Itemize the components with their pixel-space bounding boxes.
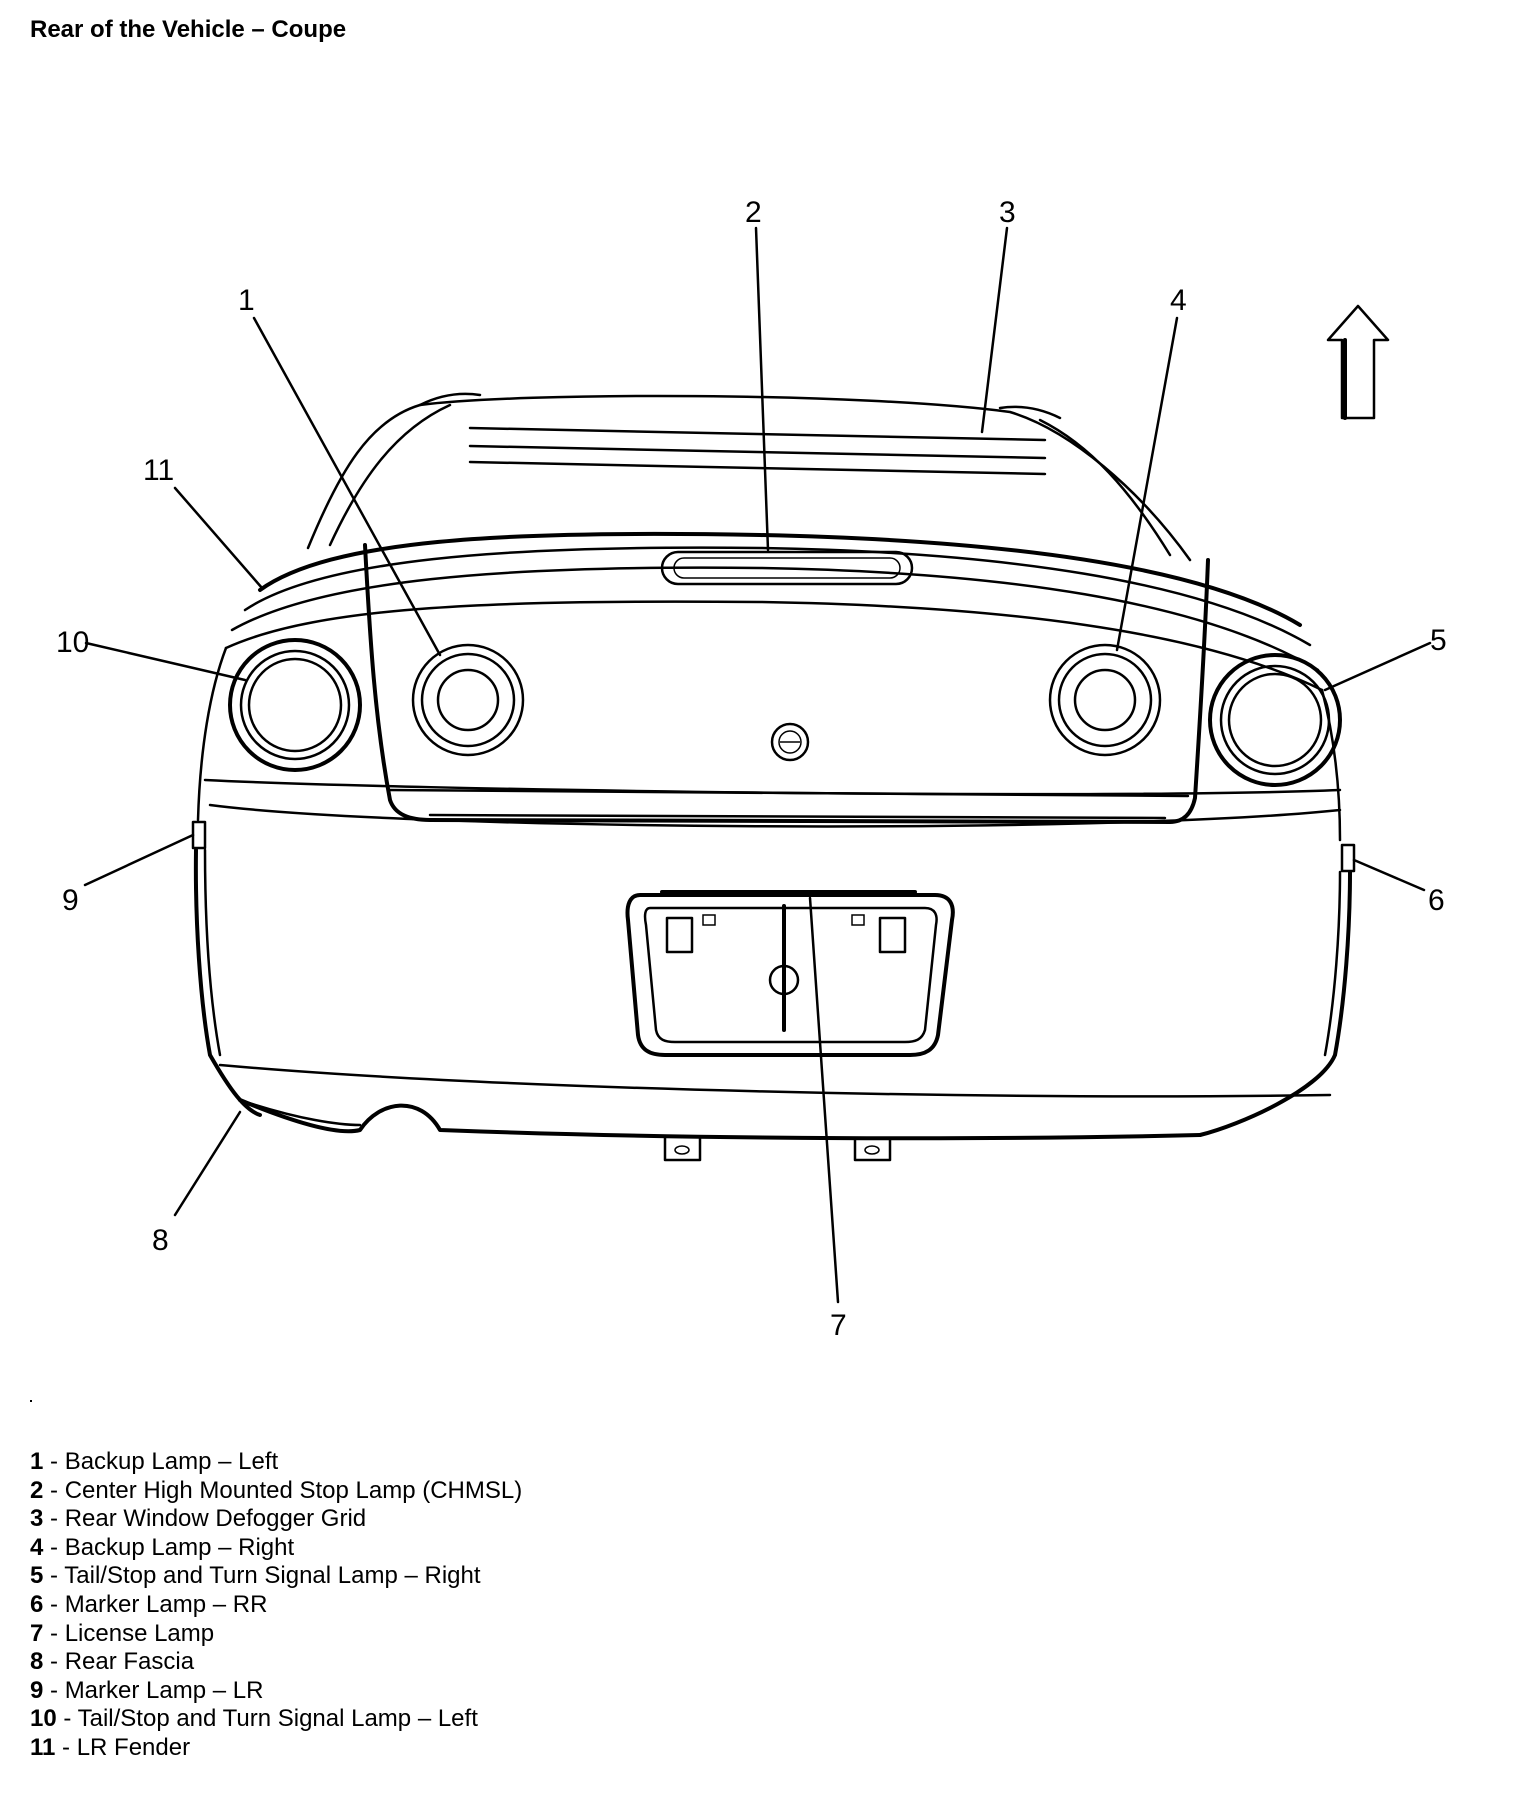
- callout-labels: 1 2 3 4 5 6 7 8 9 10 11: [56, 196, 1447, 1342]
- trunk-lid: [363, 543, 1210, 824]
- legend-item: 1 - Backup Lamp – Left: [30, 1448, 279, 1475]
- callout-1: 1: [238, 284, 255, 317]
- callout-4: 4: [1170, 284, 1187, 317]
- callout-2: 2: [745, 196, 762, 229]
- marker-lamp-left: [191, 820, 207, 850]
- callout-5: 5: [1430, 624, 1447, 657]
- legend-list: 1 - Backup Lamp – Left 2 - Center High M…: [30, 1448, 522, 1763]
- legend-item: 6 - Marker Lamp – RR: [30, 1590, 268, 1618]
- tow-brackets: [663, 1136, 892, 1162]
- marker-lamp-right: [1340, 843, 1356, 873]
- trunk-emblem: [770, 722, 810, 762]
- license-plate-pocket: [625, 890, 955, 1057]
- legend-item: 7 - License Lamp: [30, 1619, 215, 1647]
- body-sides: [196, 646, 1342, 842]
- legend-item: 10 - Tail/Stop and Turn Signal Lamp – Le…: [30, 1705, 478, 1733]
- page-title: Rear of the Vehicle – Coupe: [30, 16, 347, 43]
- backup-lamp-left: [411, 643, 525, 757]
- roof-outline: [306, 392, 1192, 562]
- leader-lines: [83, 226, 1432, 1304]
- vehicle-rear-diagram: 1 2 3 4 5 6 7 8 9 10 11: [56, 196, 1447, 1342]
- backup-lamp-right: [1048, 643, 1162, 757]
- callout-7: 7: [830, 1309, 847, 1342]
- callout-10: 10: [56, 626, 89, 659]
- legend-item: 3 - Rear Window Defogger Grid: [30, 1505, 367, 1533]
- callout-8: 8: [152, 1224, 169, 1257]
- callout-3: 3: [999, 196, 1016, 229]
- callout-11: 11: [143, 454, 174, 487]
- legend-item: 9 - Marker Lamp – LR: [30, 1676, 264, 1704]
- stray-mark: [30, 1400, 32, 1402]
- legend-item: 4 - Backup Lamp – Right: [30, 1533, 295, 1561]
- up-arrow-icon: [1326, 304, 1390, 420]
- tail-lamp-left: [228, 638, 362, 772]
- callout-6: 6: [1428, 884, 1445, 917]
- spoiler: [224, 531, 1324, 692]
- legend-item: 2 - Center High Mounted Stop Lamp (CHMSL…: [30, 1476, 523, 1504]
- rear-fascia: [193, 848, 1352, 1141]
- legend-item: 5 - Tail/Stop and Turn Signal Lamp – Rig…: [30, 1562, 481, 1590]
- callout-9: 9: [62, 884, 79, 917]
- defogger-grid: [468, 426, 1047, 476]
- legend-item: 8 - Rear Fascia: [30, 1648, 195, 1676]
- chmsl-lamp: [660, 550, 914, 586]
- tail-lamp-right: [1208, 653, 1342, 787]
- legend-item: 11 - LR Fender: [30, 1733, 191, 1761]
